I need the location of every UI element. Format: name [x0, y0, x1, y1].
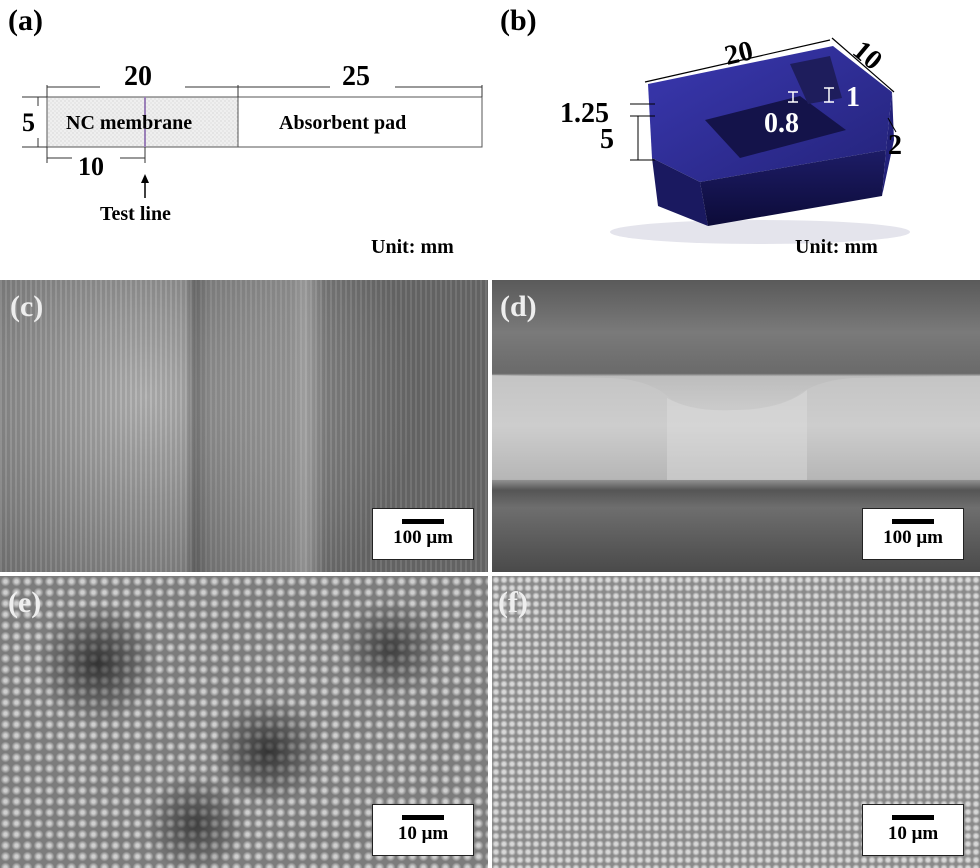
panel-e: (e) 10 μm: [0, 576, 488, 868]
scale-label-e: 10 μm: [397, 823, 449, 844]
dim-nc-length: 20: [124, 61, 152, 92]
dim-mold-side: 2: [888, 130, 902, 161]
strip-diagram: [22, 85, 483, 198]
dim-pad-length: 25: [342, 61, 370, 92]
mold-photo: [610, 37, 910, 244]
dim-channel-width: 0.8: [764, 108, 799, 139]
dim-test-line-pos: 10: [78, 152, 104, 181]
panel-label-d: (d): [500, 290, 537, 323]
panel-label-b: (b): [500, 4, 537, 37]
dim-mold-top-height: 1.25: [560, 98, 609, 129]
scale-bar-e: 10 μm: [372, 804, 474, 856]
panel-b: (b): [490, 0, 980, 270]
scale-label-d: 100 μm: [883, 527, 943, 548]
panel-label-a: (a): [8, 4, 43, 37]
dim-strip-height: 5: [22, 108, 35, 137]
test-line-label: Test line: [100, 203, 171, 225]
absorbent-pad-label: Absorbent pad: [279, 112, 407, 134]
panel-f: (f) 10 μm: [492, 576, 980, 868]
panel-label-c: (c): [10, 290, 44, 323]
cross-section-profile: [492, 375, 980, 480]
nc-membrane-label: NC membrane: [66, 112, 193, 134]
scale-label-c: 100 μm: [393, 527, 453, 548]
scale-label-f: 10 μm: [887, 823, 939, 844]
dim-mold-height: 5: [600, 124, 614, 155]
absorbent-pad-rect: [237, 96, 483, 148]
panel-a: (a) 20 25: [0, 0, 490, 270]
scale-bar-f: 10 μm: [862, 804, 964, 856]
panel-d: (d) 100 μm: [492, 280, 980, 572]
dim-channel-depth: 1: [846, 82, 860, 113]
mold-channel: [705, 96, 846, 158]
scale-bar-c: 100 μm: [372, 508, 474, 560]
nc-membrane-rect: [46, 96, 239, 148]
mold-front-face: [652, 158, 708, 226]
scale-bar-d: 100 μm: [862, 508, 964, 560]
unit-label-b: Unit: mm: [795, 236, 878, 258]
panel-c: (c) 100 μm: [0, 280, 488, 572]
panel-label-e: (e): [8, 586, 42, 619]
panel-label-f: (f): [498, 586, 528, 619]
unit-label-a: Unit: mm: [371, 236, 454, 258]
